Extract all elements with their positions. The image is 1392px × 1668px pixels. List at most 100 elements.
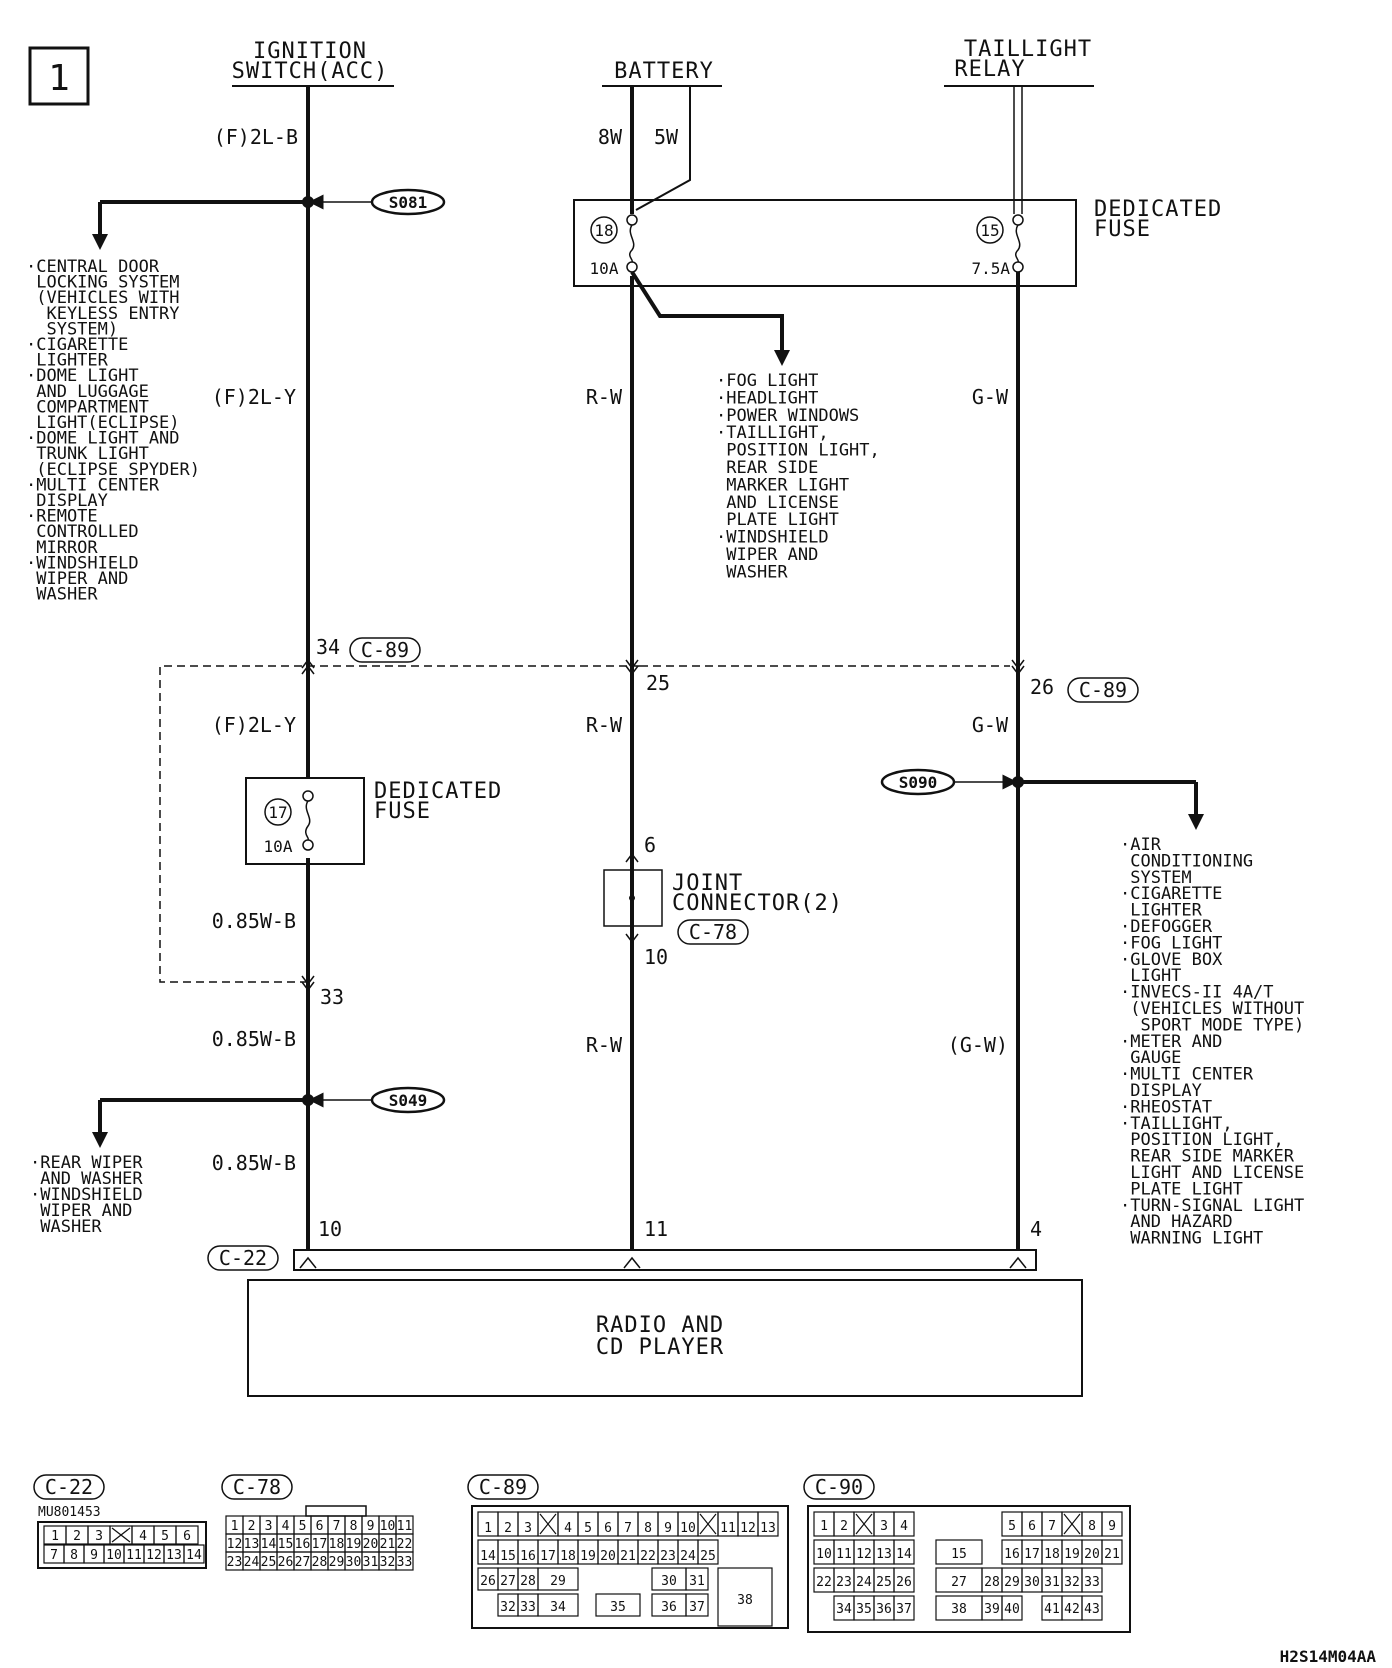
connector-ref-c89-b: C-89 — [1067, 677, 1139, 703]
c22-part-number: MU801453 — [38, 1505, 101, 1520]
list-item: ·TAILLIGHT, — [716, 423, 829, 443]
wire-label-gw-top: G-W — [972, 385, 1009, 409]
pin-number: 29 — [550, 1574, 566, 1589]
list-item: LIGHT AND LICENSE — [1120, 1163, 1304, 1183]
connector-cell — [893, 1595, 915, 1621]
pin-number: 35 — [610, 1600, 626, 1615]
pin-number: 16 — [295, 1537, 311, 1552]
figure-code: H2S14M04AA — [1280, 1647, 1377, 1666]
list-item: ·TURN-SIGNAL LIGHT — [1120, 1196, 1304, 1216]
taillight-title-line1: TAILLIGHT — [964, 37, 1092, 62]
wire-label-2ly-top: (F)2L-Y — [212, 385, 296, 409]
pin-number: 29 — [329, 1555, 345, 1570]
list-item: WASHER — [26, 585, 98, 605]
pin-number: 12 — [856, 1547, 872, 1562]
pin-number: 22 — [816, 1575, 832, 1590]
list-item: ·GLOVE BOX — [1120, 950, 1223, 970]
pin-number: 1 — [51, 1529, 59, 1544]
list-item: AND LUGGAGE — [26, 382, 149, 402]
connector-ref-c89-a: C-89 — [349, 637, 421, 663]
list-item: ·REAR WIPER — [30, 1153, 143, 1173]
c89-tag: C-89 — [479, 1475, 527, 1499]
connector-cell — [893, 1567, 915, 1593]
svg-text:C-89: C-89 — [361, 638, 409, 662]
svg-text:C-22: C-22 — [219, 1246, 267, 1270]
wire-label-rw-low: R-W — [586, 1033, 623, 1057]
list-item: ·FOG LIGHT — [716, 371, 818, 391]
pin-number: 1 — [820, 1519, 828, 1534]
list-item: PLATE LIGHT — [716, 510, 839, 530]
pin-number: 41 — [1044, 1602, 1060, 1617]
pin-number: 33 — [397, 1555, 413, 1570]
pin-number: 17 — [540, 1549, 556, 1564]
radio-cd-player: RADIO AND CD PLAYER — [247, 1279, 1083, 1397]
pin-number: 28 — [312, 1555, 328, 1570]
splice-s081-label: S081 — [389, 193, 428, 212]
list-item: SPORT MODE TYPE) — [1120, 1015, 1304, 1035]
pin-number: 23 — [660, 1549, 676, 1564]
connector-cell — [685, 1567, 709, 1591]
connector-cell — [1081, 1567, 1103, 1593]
pin-number: 4 — [900, 1519, 908, 1534]
pin-number: 7 — [333, 1519, 341, 1534]
pin-number: 17 — [312, 1537, 328, 1552]
fuse-top-label2: FUSE — [1094, 217, 1151, 242]
pin-number: 21 — [620, 1549, 636, 1564]
pin-number: 32 — [500, 1600, 516, 1615]
list-item: WIPER AND — [30, 1201, 132, 1221]
list-item: SYSTEM — [1120, 868, 1192, 888]
wire-label-085-3: 0.85W-B — [212, 1151, 296, 1175]
list-item: ·CIGARETTE — [1120, 884, 1222, 904]
fuse-mid-label1: DEDICATED — [374, 779, 502, 804]
pin-number: 6 — [183, 1529, 191, 1544]
pin-number: 26 — [278, 1555, 294, 1570]
pin-number: 38 — [737, 1593, 753, 1608]
joint-label2: CONNECTOR(2) — [672, 891, 843, 916]
list-item: REAR SIDE MARKER — [1120, 1147, 1295, 1167]
connector-cell — [1001, 1595, 1023, 1621]
pin-number: 14 — [896, 1547, 912, 1562]
pin-number: 32 — [380, 1555, 396, 1570]
pin-number: 29 — [1004, 1575, 1020, 1590]
splice-s049-label: S049 — [389, 1091, 428, 1110]
pin-number: 34 — [550, 1600, 566, 1615]
list-item: WARNING LIGHT — [1120, 1229, 1263, 1249]
list-item: ·HEADLIGHT — [716, 388, 818, 408]
pin-6: 6 — [644, 833, 656, 857]
pin-number: 22 — [397, 1537, 413, 1552]
battery-title: BATTERY — [614, 59, 714, 84]
pin-number: 7 — [1048, 1519, 1056, 1534]
wire-label-gw-mid: G-W — [972, 713, 1009, 737]
pin-number: 2 — [248, 1519, 256, 1534]
connector-cell — [395, 1551, 414, 1571]
connector-cell — [685, 1593, 709, 1617]
list-item: CONTROLLED — [26, 522, 139, 542]
pin-number: 4 — [139, 1529, 147, 1544]
fuse18-branch — [630, 270, 790, 366]
list-item: MARKER LIGHT — [716, 475, 849, 495]
list-item: ·WINDSHIELD — [716, 528, 829, 548]
pin-number: 43 — [1084, 1602, 1100, 1617]
list-item: MIRROR — [26, 538, 98, 558]
list-item: WIPER AND — [26, 569, 128, 589]
list-item: ·MULTI CENTER — [26, 475, 160, 495]
connector-cell — [183, 1544, 205, 1564]
list-item: ·METER AND — [1120, 1032, 1222, 1052]
pin-number: 14 — [261, 1537, 277, 1552]
list-item: PLATE LIGHT — [1120, 1179, 1243, 1199]
pin-number: 18 — [1044, 1547, 1060, 1562]
pin-number: 10 — [680, 1521, 696, 1536]
s049-loads-list: ·REAR WIPER AND WASHER·WINDSHIELD WIPER … — [30, 1153, 143, 1237]
wire-label-5w: 5W — [654, 125, 679, 149]
pin-10-joint: 10 — [644, 945, 668, 969]
pin-number: 12 — [740, 1521, 756, 1536]
pin-number: 18 — [560, 1549, 576, 1564]
pin-number: 37 — [689, 1600, 705, 1615]
connector-cell — [175, 1525, 199, 1545]
connector-cell — [893, 1539, 915, 1565]
list-item: WASHER — [30, 1217, 102, 1237]
